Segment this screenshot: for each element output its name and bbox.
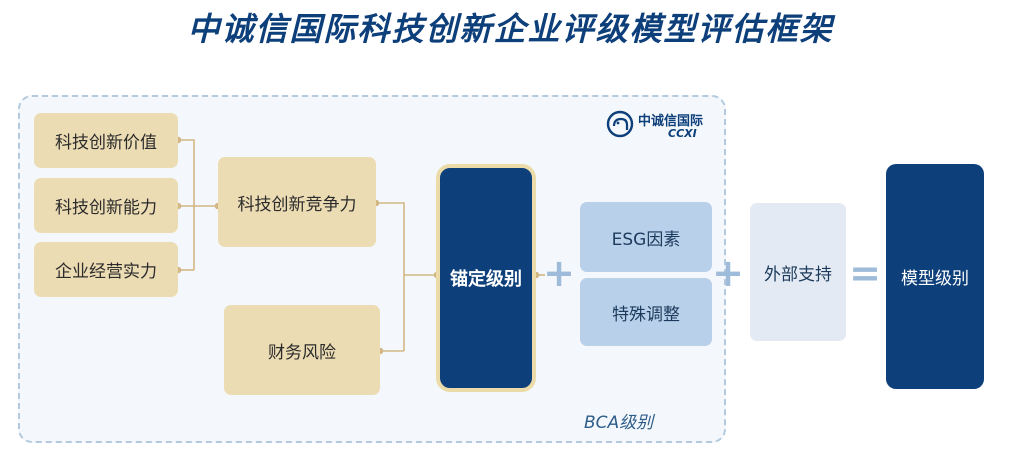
- logo-english-name: CCXI: [668, 127, 697, 140]
- ccxi-logo: 中诚信国际 CCXI: [606, 108, 712, 142]
- connector-competitiveness: [376, 202, 405, 351]
- external-support-box: 外部支持: [750, 203, 846, 341]
- bca-rating-label: BCA级别: [584, 413, 654, 433]
- equals-operator: =: [849, 251, 881, 295]
- plus-operator: +: [543, 251, 575, 295]
- factor-tech-innovation-value: 科技创新价值: [34, 113, 178, 168]
- factor-financial-risk: 财务风险: [224, 305, 380, 395]
- connector-value: [178, 139, 195, 270]
- model-rating-box: 模型级别: [886, 164, 984, 389]
- anchor-rating-box: 锚定级别: [436, 164, 536, 392]
- esg-factors-box: ESG因素: [580, 202, 712, 272]
- special-adjustment-box: 特殊调整: [580, 278, 712, 346]
- factor-tech-innovation-capability: 科技创新能力: [34, 178, 178, 233]
- factor-business-strength: 企业经营实力: [34, 242, 178, 297]
- elephant-logo-icon: [606, 110, 634, 138]
- factor-tech-innovation-competitiveness: 科技创新竞争力: [218, 157, 376, 247]
- diagram-title: 中诚信国际科技创新企业评级模型评估框架: [187, 10, 834, 48]
- plus-operator: +: [712, 251, 744, 295]
- logo-chinese-name: 中诚信国际: [638, 114, 704, 129]
